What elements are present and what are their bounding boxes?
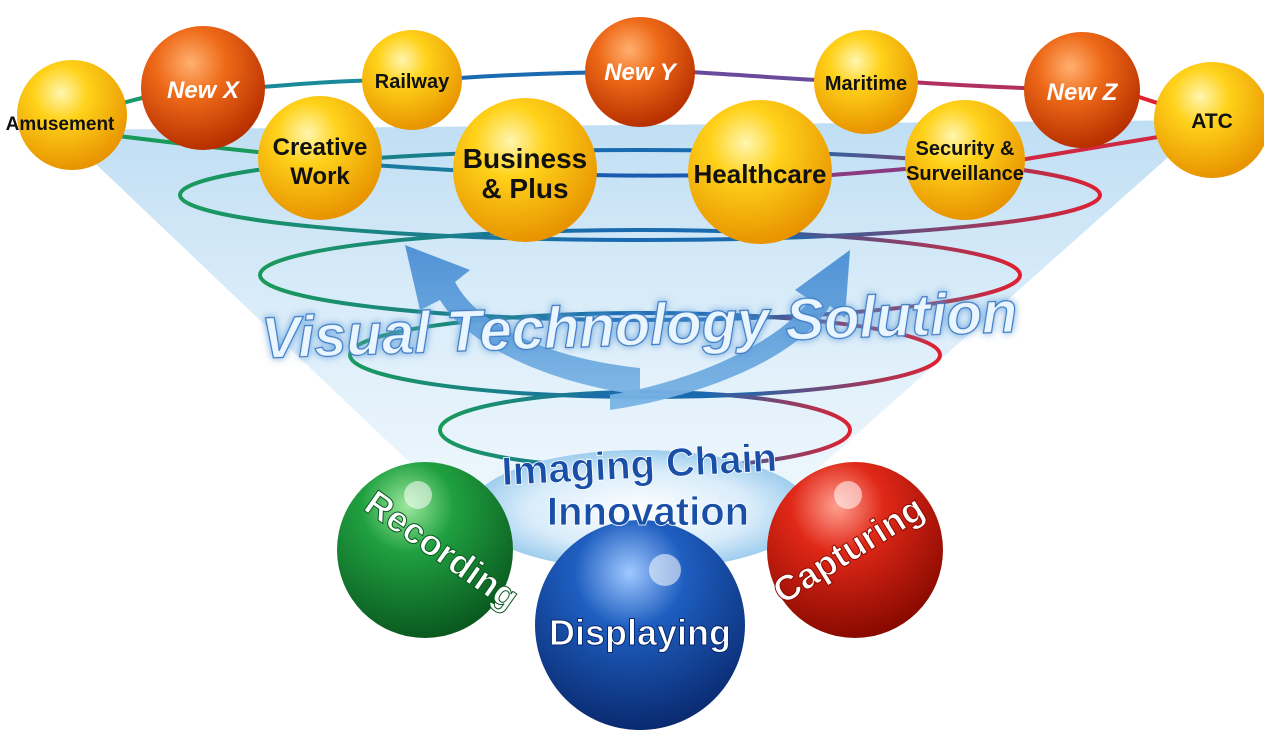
capturing-sphere xyxy=(767,462,943,638)
security-sphere xyxy=(905,100,1025,220)
business-plus-sphere xyxy=(453,98,597,242)
new-z-sphere xyxy=(1024,32,1140,148)
displaying-label: Displaying xyxy=(549,612,731,653)
atc-label: ATC xyxy=(1191,110,1233,133)
railway-label: Railway xyxy=(375,71,450,93)
new-y-label: New Y xyxy=(604,59,678,86)
core-spheres xyxy=(337,462,943,730)
ring-2 xyxy=(258,228,1022,322)
new-y-sphere xyxy=(585,17,695,127)
arrow-left xyxy=(405,245,640,395)
core-title-line2: Innovation xyxy=(547,490,749,534)
security-label-2: Surveillance xyxy=(906,163,1024,185)
amusement-label: Amusement xyxy=(6,114,115,135)
capturing-highlight xyxy=(834,481,862,509)
ring-1 xyxy=(178,148,1102,242)
business-plus-label-2: & Plus xyxy=(481,173,568,204)
security-label-1: Security & xyxy=(916,138,1015,160)
maritime-label: Maritime xyxy=(825,73,907,95)
application-labels: Amusement New X Railway New Y Maritime N… xyxy=(6,59,1233,204)
business-plus-label-1: Business xyxy=(463,143,588,174)
new-z-label: New Z xyxy=(1047,79,1119,106)
creative-work-label-1: Creative xyxy=(273,134,368,161)
innovation-cloud xyxy=(470,450,810,570)
healthcare-label: Healthcare xyxy=(694,159,827,189)
new-x-sphere xyxy=(141,26,265,150)
arrow-right xyxy=(610,250,850,410)
recording-highlight xyxy=(404,481,432,509)
healthcare-sphere xyxy=(688,100,832,244)
amusement-sphere xyxy=(17,60,127,170)
maritime-sphere xyxy=(814,30,918,134)
displaying-highlight xyxy=(649,554,681,586)
creative-work-label-2: Work xyxy=(290,163,350,190)
new-x-label: New X xyxy=(167,77,241,104)
recording-sphere xyxy=(337,462,513,638)
displaying-sphere xyxy=(535,520,745,730)
railway-sphere xyxy=(362,30,462,130)
cycle-arrows xyxy=(405,245,850,410)
application-spheres xyxy=(17,17,1264,244)
creative-work-sphere xyxy=(258,96,382,220)
atc-sphere xyxy=(1154,62,1264,178)
